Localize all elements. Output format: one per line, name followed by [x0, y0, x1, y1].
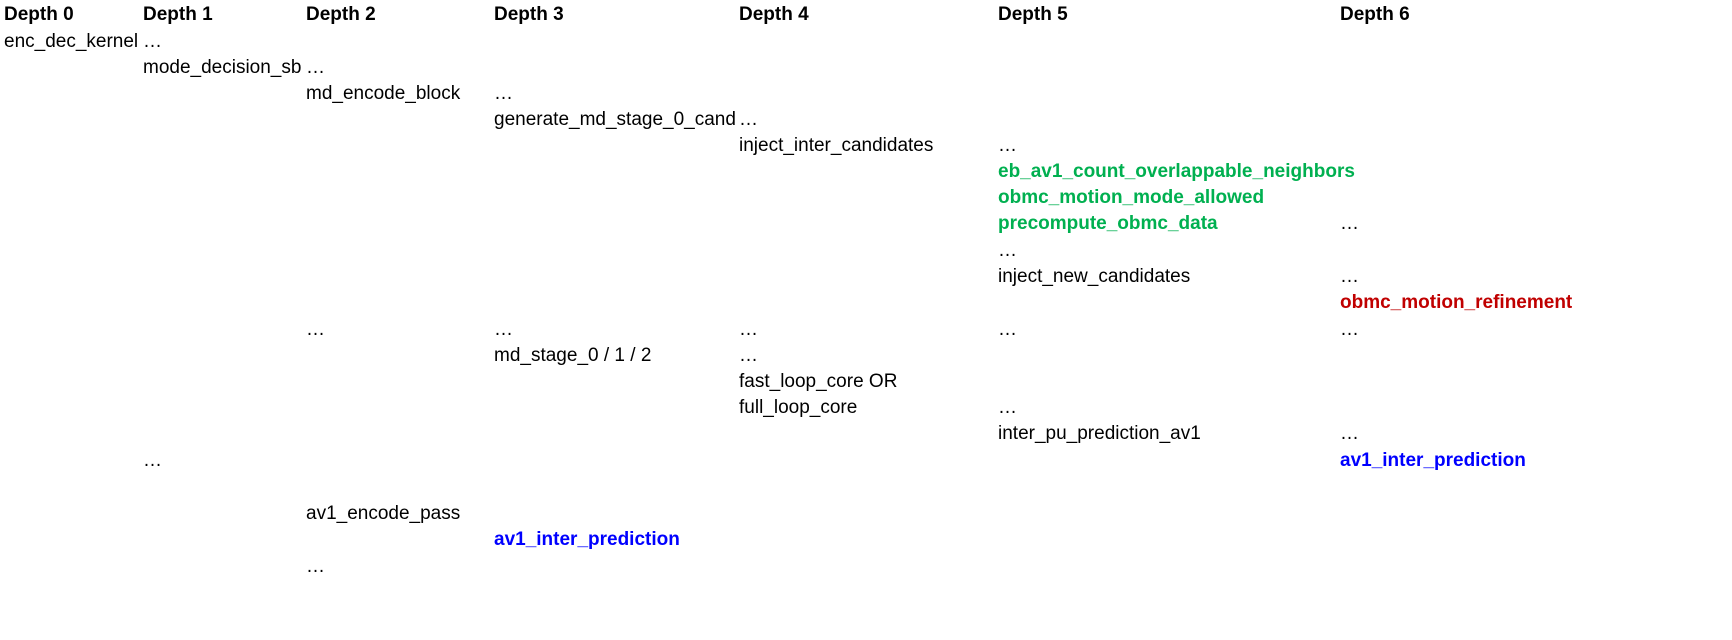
- ellipsis: …: [998, 319, 1017, 340]
- header-depth-3: Depth 3: [494, 4, 564, 25]
- ellipsis: …: [1340, 266, 1359, 287]
- ellipsis: …: [998, 397, 1017, 418]
- header-depth-2: Depth 2: [306, 4, 376, 25]
- node-fast-loop-core: fast_loop_core OR: [739, 371, 898, 392]
- node-av1-inter-prediction-depth6: av1_inter_prediction: [1340, 450, 1526, 471]
- ellipsis: …: [1340, 213, 1359, 234]
- header-depth-0: Depth 0: [4, 4, 74, 25]
- ellipsis: …: [998, 240, 1017, 261]
- ellipsis: …: [998, 135, 1017, 156]
- ellipsis: …: [143, 450, 162, 471]
- node-md-encode-block: md_encode_block: [306, 83, 461, 104]
- node-full-loop-core: full_loop_core: [739, 397, 858, 418]
- ellipsis: …: [1340, 319, 1359, 340]
- node-mode-decision-sb: mode_decision_sb: [143, 57, 302, 78]
- node-obmc-motion-mode-allowed: obmc_motion_mode_allowed: [998, 187, 1265, 208]
- ellipsis: …: [739, 319, 758, 340]
- header-depth-6: Depth 6: [1340, 4, 1410, 25]
- header-depth-1: Depth 1: [143, 4, 213, 25]
- node-av1-inter-prediction-depth3: av1_inter_prediction: [494, 529, 680, 550]
- header-depth-4: Depth 4: [739, 4, 809, 25]
- ellipsis: …: [739, 109, 758, 130]
- ellipsis: …: [306, 556, 325, 577]
- header-depth-5: Depth 5: [998, 4, 1068, 25]
- ellipsis: …: [306, 319, 325, 340]
- node-md-stage-0-1-2: md_stage_0 / 1 / 2: [494, 345, 652, 366]
- ellipsis: …: [494, 319, 513, 340]
- node-eb-av1-count-overlappable-neighbors: eb_av1_count_overlappable_neighbors: [998, 161, 1355, 182]
- node-precompute-obmc-data: precompute_obmc_data: [998, 213, 1218, 234]
- ellipsis: …: [739, 345, 758, 366]
- node-enc-dec-kernel: enc_dec_kernel: [4, 31, 139, 52]
- ellipsis: …: [143, 31, 162, 52]
- node-generate-md-stage-0-cand: generate_md_stage_0_cand: [494, 109, 736, 130]
- ellipsis: …: [1340, 423, 1359, 444]
- ellipsis: …: [494, 83, 513, 104]
- node-inter-pu-prediction-av1: inter_pu_prediction_av1: [998, 423, 1201, 444]
- node-inject-inter-candidates: inject_inter_candidates: [739, 135, 934, 156]
- node-obmc-motion-refinement: obmc_motion_refinement: [1340, 292, 1573, 313]
- ellipsis: …: [306, 57, 325, 78]
- node-av1-encode-pass: av1_encode_pass: [306, 503, 461, 524]
- node-inject-new-candidates: inject_new_candidates: [998, 266, 1191, 287]
